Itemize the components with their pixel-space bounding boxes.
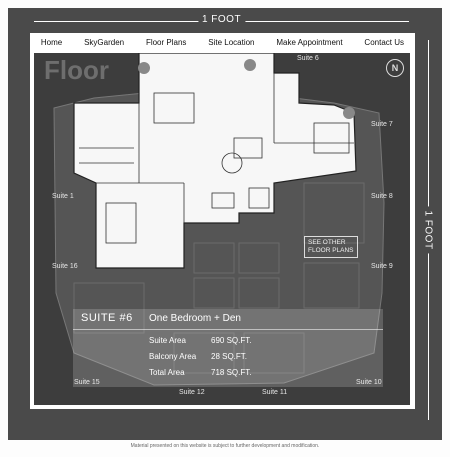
total-area-row: Total Area 718 SQ.FT. (149, 368, 251, 377)
nav-make-appointment[interactable]: Make Appointment (276, 38, 343, 47)
row-value: 718 SQ.FT. (211, 368, 252, 377)
floor-plan-map[interactable]: Floor N Suite 6 Suite 7 Suite 8 Suite 9 … (34, 53, 410, 405)
row-label: Balcony Area (149, 352, 197, 361)
nav-site-location[interactable]: Site Location (208, 38, 255, 47)
web-page: Home SkyGarden Floor Plans Site Location… (30, 33, 415, 409)
suite-info-header: SUITE #6 One Bedroom + Den (73, 309, 383, 330)
row-label: Suite Area (149, 336, 186, 345)
suite-info-panel: SUITE #6 One Bedroom + Den Suite Area 690… (73, 309, 383, 387)
suite-label[interactable]: Suite 10 (356, 379, 382, 386)
top-dimension: 1 FOOT (34, 14, 409, 28)
row-label: Total Area (149, 368, 185, 377)
see-other-floor-plans-button[interactable]: SEE OTHER FLOOR PLANS (304, 236, 358, 258)
suite-label[interactable]: Suite 8 (371, 193, 393, 200)
nav-home[interactable]: Home (40, 38, 63, 47)
right-dimension-label: 1 FOOT (422, 206, 434, 254)
main-nav: Home SkyGarden Floor Plans Site Location… (30, 33, 415, 52)
row-value: 690 SQ.FT. (211, 336, 252, 345)
row-value: 28 SQ.FT. (211, 352, 248, 361)
compass-north-icon: N (386, 59, 404, 77)
suite-label[interactable]: Suite 6 (297, 55, 319, 62)
disclaimer-text: Material presented on this website is su… (130, 443, 320, 449)
suite-label[interactable]: Suite 11 (262, 389, 288, 396)
floor-plan-drawing (53, 53, 385, 386)
suite-type: One Bedroom + Den (149, 313, 241, 324)
right-dimension: 1 FOOT (421, 40, 435, 420)
nav-skygarden[interactable]: SkyGarden (84, 38, 125, 47)
suite-area-row: Suite Area 690 SQ.FT. (149, 336, 251, 345)
suite-label[interactable]: Suite 12 (179, 389, 205, 396)
suite-label[interactable]: Suite 15 (74, 379, 100, 386)
suite-number: SUITE #6 (81, 312, 133, 324)
suite-label[interactable]: Suite 7 (371, 121, 393, 128)
top-dimension-label: 1 FOOT (197, 14, 246, 25)
suite-label[interactable]: Suite 1 (52, 193, 74, 200)
balcony-area-row: Balcony Area 28 SQ.FT. (149, 352, 247, 361)
floor-title: Floor (44, 55, 109, 85)
suite-label[interactable]: Suite 16 (52, 263, 78, 270)
nav-floor-plans[interactable]: Floor Plans (145, 38, 187, 47)
nav-contact-us[interactable]: Contact Us (364, 38, 404, 47)
suite-label[interactable]: Suite 9 (371, 263, 393, 270)
